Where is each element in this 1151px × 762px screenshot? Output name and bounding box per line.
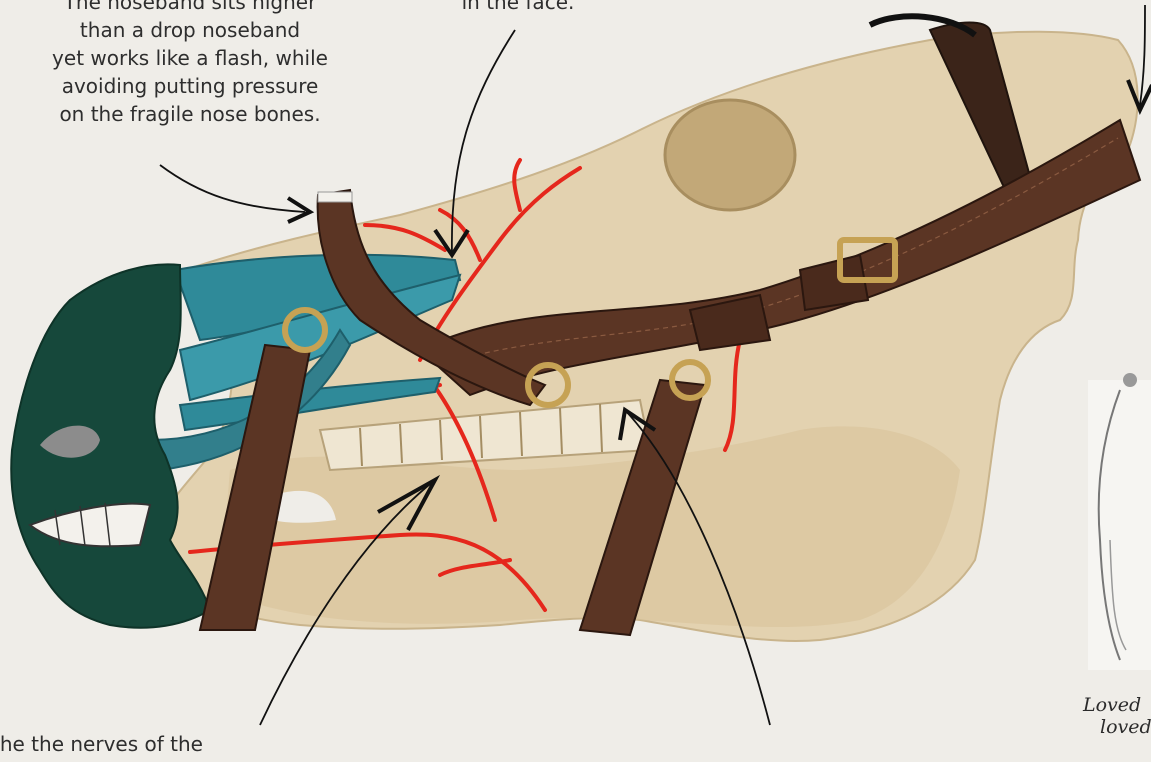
noseband-annotation: The noseband sits higher than a drop nos…: [0, 0, 380, 128]
noseband-line-1: The noseband sits higher: [0, 0, 380, 16]
horse-sketch: [1088, 373, 1151, 670]
eye-orbit: [665, 100, 795, 210]
sketch-ring-icon: [1123, 373, 1137, 387]
face-annotation: in the face.: [438, 0, 598, 16]
noseband-line-5: on the fragile nose bones.: [0, 100, 380, 128]
handwritten-note-1: Loved: [1083, 694, 1141, 716]
noseband-line-3: yet works like a flash, while: [0, 44, 380, 72]
handwritten-note-2: loved: [1100, 716, 1151, 738]
noseband-line-4: avoiding putting pressure: [0, 72, 380, 100]
bottom-left-annotation: the the nerves of the: [0, 730, 203, 758]
noseband-line-2: than a drop noseband: [0, 16, 380, 44]
arrow-icon: [160, 165, 305, 212]
arrow-icon: [1140, 5, 1145, 105]
